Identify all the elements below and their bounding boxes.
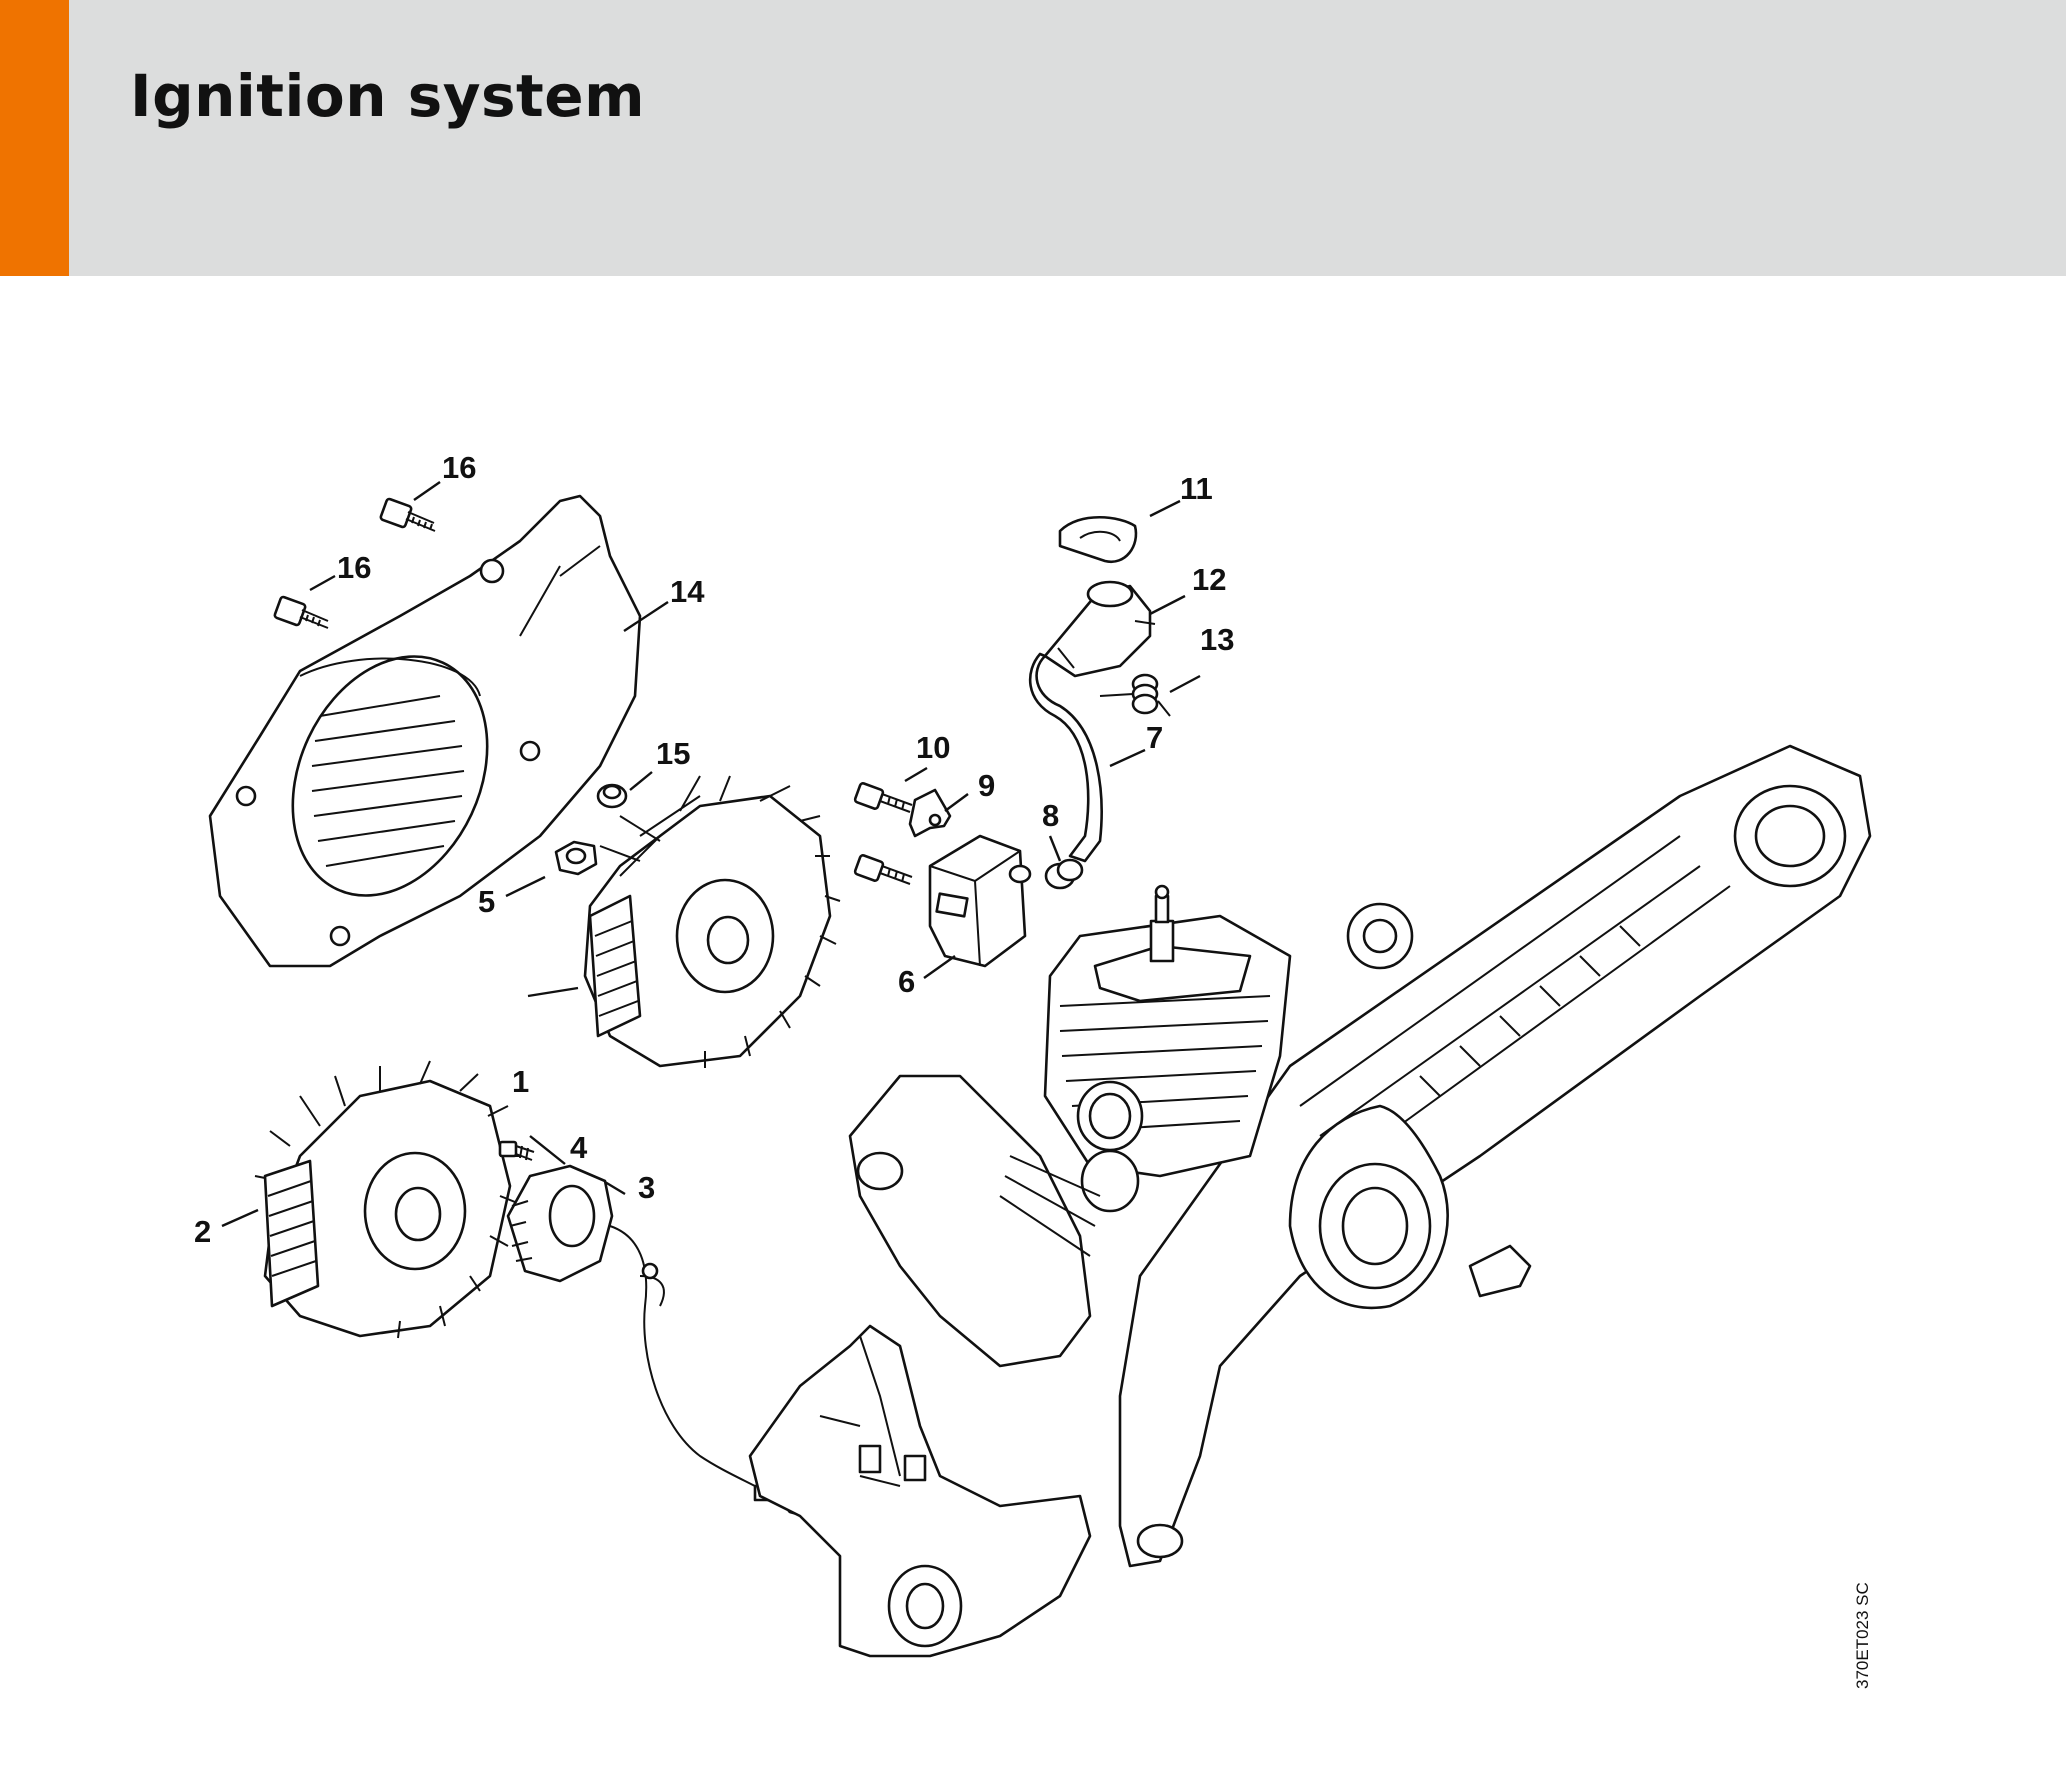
screw-10-upper-drawing xyxy=(853,782,913,813)
screw-10-lower-drawing xyxy=(853,854,913,885)
washer-15-drawing xyxy=(596,783,628,809)
callout-8: 8 xyxy=(1042,798,1059,833)
engine-assembly-drawing xyxy=(848,744,1872,1568)
callout-6: 6 xyxy=(898,964,915,999)
callout-2: 2 xyxy=(194,1214,211,1249)
cap-11-drawing xyxy=(1058,515,1138,564)
screw-4-drawing xyxy=(498,1140,535,1161)
callout-11: 11 xyxy=(1180,471,1213,506)
flywheel-1-drawing xyxy=(583,775,841,1068)
ignition-lead-7-drawing xyxy=(1028,652,1103,863)
leg-spring-13-drawing xyxy=(1099,673,1171,717)
callout-numbers: 1 2 3 4 5 6 7 8 9 10 11 12 13 14 15 16 1… xyxy=(194,450,1234,1249)
spark-plug-boot-12-drawing xyxy=(1043,580,1156,678)
nut-5-drawing xyxy=(554,840,598,876)
callout-10: 10 xyxy=(916,730,950,765)
callout-16-upper: 16 xyxy=(442,450,476,485)
crankcase-cover-drawing xyxy=(748,1324,1092,1658)
callout-3: 3 xyxy=(638,1170,655,1205)
callout-13: 13 xyxy=(1200,622,1234,657)
callout-4: 4 xyxy=(570,1130,588,1165)
drawing-reference-code: 370ET023 SC xyxy=(1853,1582,1872,1689)
fan-housing-drawing xyxy=(208,494,642,968)
page-header: Ignition system xyxy=(0,0,2066,276)
callout-5: 5 xyxy=(478,884,495,919)
callout-16-lower: 16 xyxy=(337,550,371,585)
accent-bar xyxy=(0,0,69,276)
callout-7: 7 xyxy=(1146,720,1163,755)
callout-14: 14 xyxy=(670,574,705,609)
callout-1: 1 xyxy=(512,1064,529,1099)
callout-leaders xyxy=(221,481,1201,1228)
callout-15: 15 xyxy=(656,736,690,771)
callout-9: 9 xyxy=(978,768,995,803)
grommet-8-drawing xyxy=(1044,858,1084,890)
flywheel-2-drawing xyxy=(254,1060,521,1339)
ignition-module-6-drawing xyxy=(928,834,1032,968)
callout-12: 12 xyxy=(1192,562,1226,597)
exploded-parts-diagram: 1 2 3 4 5 6 7 8 9 10 11 12 13 14 15 16 1… xyxy=(0,276,2066,1788)
page-title: Ignition system xyxy=(130,62,646,130)
clip-9-drawing xyxy=(908,788,952,838)
screw-16-upper-drawing xyxy=(379,497,436,532)
screw-16-lower-drawing xyxy=(273,595,329,629)
